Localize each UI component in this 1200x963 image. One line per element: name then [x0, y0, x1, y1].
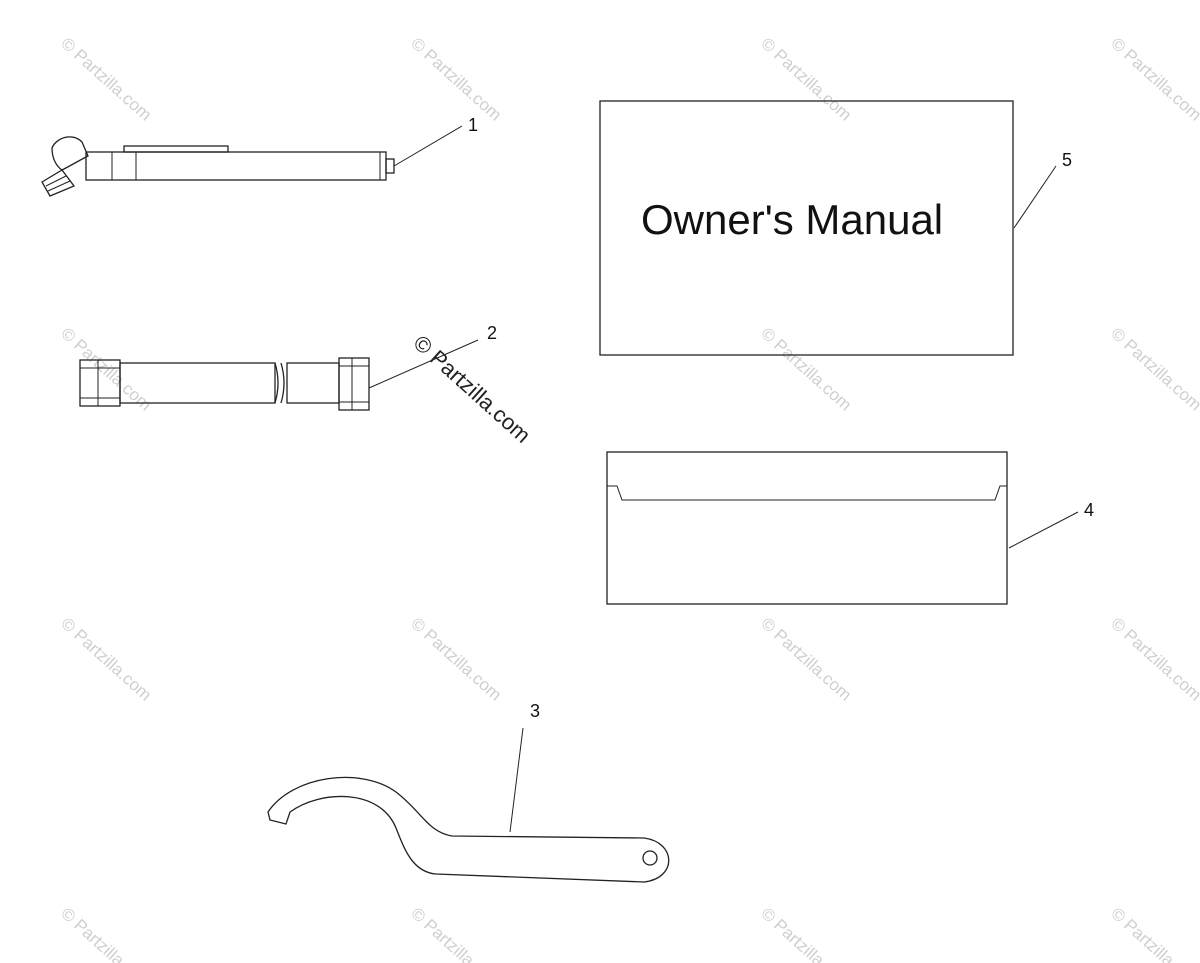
watermark: © Partzilla.com: [57, 34, 155, 125]
callout-2: 2: [487, 323, 497, 343]
leader-lines: [368, 125, 1079, 833]
watermark: © Partzilla.com: [757, 904, 855, 963]
owners-manual-part: Owner's Manual: [599, 100, 1014, 356]
watermark: © Partzilla.com: [407, 904, 505, 963]
watermark: © Partzilla.com: [757, 34, 855, 125]
watermark: © Partzilla.com: [1107, 614, 1200, 705]
watermark-main: © Partzilla.com: [409, 330, 536, 448]
socket-tool-part: [79, 357, 370, 411]
watermark: © Partzilla.com: [407, 614, 505, 705]
callout-3: 3: [530, 701, 540, 721]
watermark: © Partzilla.com: [1107, 34, 1200, 125]
watermark-grid: © Partzilla.com © Partzilla.com © Partzi…: [57, 34, 1200, 963]
owners-manual-cover: [599, 100, 1014, 356]
callout-4: 4: [1084, 500, 1094, 520]
envelope-part: [606, 451, 1008, 605]
watermark: © Partzilla.com: [57, 324, 155, 415]
owners-manual-title: Owner's Manual: [641, 196, 943, 243]
callout-5: 5: [1062, 150, 1072, 170]
watermark: © Partzilla.com: [1107, 324, 1200, 415]
tire-gauge-part: [41, 136, 395, 197]
watermark: © Partzilla.com: [757, 614, 855, 705]
callout-1: 1: [468, 115, 478, 135]
watermark: © Partzilla.com: [1107, 904, 1200, 963]
watermark: © Partzilla.com: [57, 904, 155, 963]
spanner-wrench-part: [267, 776, 670, 883]
watermark: © Partzilla.com: [757, 324, 855, 415]
watermark: © Partzilla.com: [407, 34, 505, 125]
watermark: © Partzilla.com: [57, 614, 155, 705]
